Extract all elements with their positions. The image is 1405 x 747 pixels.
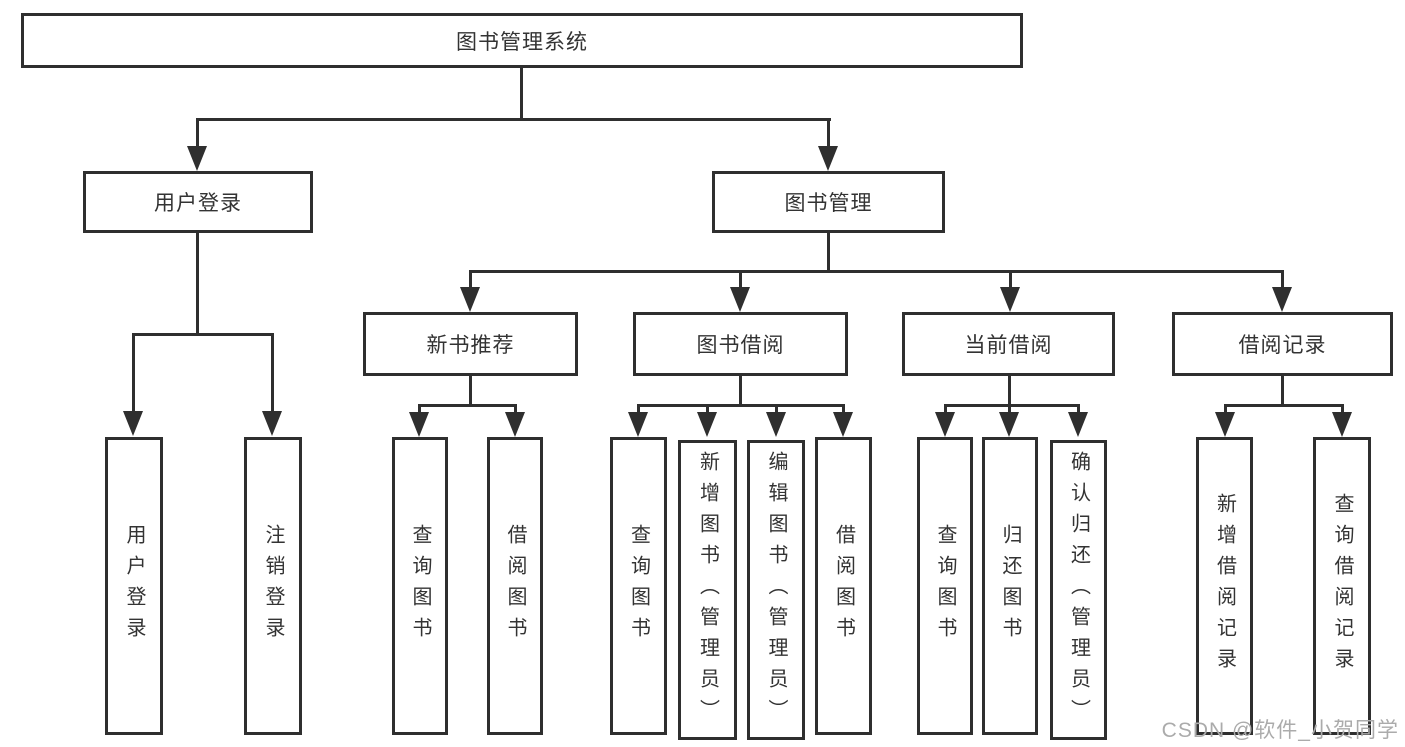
connector-line — [196, 118, 199, 150]
connector-line — [944, 404, 947, 416]
connector-line — [842, 404, 845, 416]
node-user-login: 用户登录 — [83, 171, 313, 233]
node-new-book-recommend: 新书推荐 — [363, 312, 578, 376]
node-current-borrowing: 当前借阅 — [902, 312, 1115, 376]
arrow-down-icon — [262, 411, 282, 436]
arrow-down-icon — [1332, 412, 1352, 437]
leaf-user-login: 用户登录 — [105, 437, 163, 735]
connector-line — [469, 375, 472, 407]
connector-line — [132, 333, 274, 336]
leaf-query-books-current: 查询图书 — [917, 437, 973, 735]
connector-line — [1341, 404, 1344, 416]
arrow-down-icon — [730, 287, 750, 312]
arrow-down-icon — [766, 412, 786, 437]
connector-line — [1077, 404, 1080, 416]
connector-line — [827, 233, 830, 273]
connector-line — [196, 118, 831, 121]
leaf-borrow-books-borrowing: 借阅图书 — [815, 437, 872, 735]
watermark: CSDN @软件_小贺同学 — [1161, 719, 1399, 742]
connector-line — [775, 404, 778, 416]
leaf-edit-book-admin: 编辑图书（管理员） — [747, 440, 805, 740]
arrow-down-icon — [1068, 412, 1088, 437]
connector-line — [1009, 270, 1012, 290]
connector-line — [418, 404, 517, 407]
connector-line — [469, 270, 1283, 273]
leaf-add-borrow-record: 新增借阅记录 — [1196, 437, 1253, 735]
node-book-borrowing: 图书借阅 — [633, 312, 848, 376]
arrow-down-icon — [409, 412, 429, 437]
connector-line — [944, 404, 1080, 407]
connector-line — [271, 333, 274, 413]
arrow-down-icon — [1215, 412, 1235, 437]
connector-line — [1281, 375, 1284, 407]
connector-line — [132, 333, 135, 413]
connector-line — [196, 233, 199, 336]
leaf-logout: 注销登录 — [244, 437, 302, 735]
leaf-confirm-return-admin: 确认归还（管理员） — [1050, 440, 1107, 740]
arrow-down-icon — [505, 412, 525, 437]
node-book-management: 图书管理 — [712, 171, 945, 233]
arrow-down-icon — [1000, 287, 1020, 312]
arrow-down-icon — [460, 287, 480, 312]
connector-line — [514, 404, 517, 416]
connector-line — [469, 270, 472, 290]
node-borrowing-records: 借阅记录 — [1172, 312, 1393, 376]
leaf-borrow-books-recommend: 借阅图书 — [487, 437, 543, 735]
arrow-down-icon — [628, 412, 648, 437]
connector-line — [706, 404, 709, 416]
leaf-return-book: 归还图书 — [982, 437, 1038, 735]
leaf-query-books-borrowing: 查询图书 — [610, 437, 667, 735]
connector-line — [739, 375, 742, 407]
arrow-down-icon — [818, 146, 838, 171]
connector-line — [637, 404, 845, 407]
connector-line — [520, 68, 523, 121]
arrow-down-icon — [935, 412, 955, 437]
leaf-add-book-admin: 新增图书（管理员） — [678, 440, 737, 740]
arrow-down-icon — [697, 412, 717, 437]
connector-line — [1008, 404, 1011, 416]
connector-line — [1224, 404, 1343, 407]
arrow-down-icon — [833, 412, 853, 437]
connector-line — [637, 404, 640, 416]
arrow-down-icon — [187, 146, 207, 171]
node-library-system: 图书管理系统 — [21, 13, 1023, 68]
leaf-query-borrow-record: 查询借阅记录 — [1313, 437, 1371, 735]
connector-line — [1281, 270, 1284, 290]
leaf-query-books-recommend: 查询图书 — [392, 437, 448, 735]
arrow-down-icon — [999, 412, 1019, 437]
connector-line — [1008, 375, 1011, 407]
connector-line — [739, 270, 742, 290]
connector-line — [1224, 404, 1227, 416]
connector-line — [827, 118, 830, 150]
arrow-down-icon — [1272, 287, 1292, 312]
connector-line — [418, 404, 421, 416]
arrow-down-icon — [123, 411, 143, 436]
